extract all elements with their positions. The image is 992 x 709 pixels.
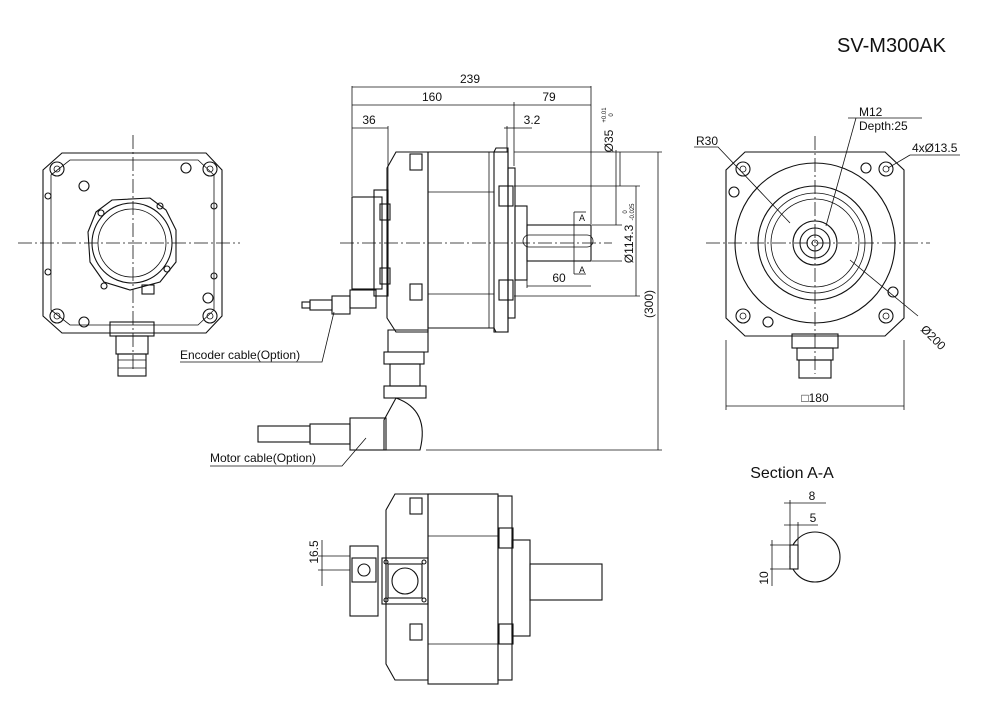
motor-cable-label: Motor cable(Option): [210, 451, 316, 465]
dim-dia35: Ø35: [602, 129, 616, 152]
holes-label: 4xØ13.5: [912, 141, 958, 155]
section-a-a: [770, 500, 841, 586]
dim-dia114-tol-lower: -0.025: [630, 203, 636, 221]
dim-8: 8: [809, 489, 816, 503]
dim-3-2: 3.2: [524, 113, 541, 127]
section-mark-a-bottom: A: [579, 265, 585, 275]
model-title: SV-M300AK: [837, 35, 947, 57]
dim-239: 239: [460, 72, 480, 86]
rear-view: [18, 135, 240, 377]
r30-label: R30: [696, 134, 718, 148]
side-view: [180, 86, 662, 467]
bottom-view: [318, 493, 603, 685]
dim-16-5: 16.5: [307, 540, 321, 564]
dim-dia114-tol-upper: 0: [623, 210, 629, 214]
encoder-cable-label: Encoder cable(Option): [180, 348, 300, 362]
dim-160: 160: [422, 90, 442, 104]
dim-79: 79: [542, 90, 556, 104]
dia200-label: Ø200: [918, 322, 949, 353]
dim-dia35-tol-lower: 0: [609, 113, 615, 117]
front-view: [694, 117, 960, 410]
dim-dia35-tol-upper: +0.01: [602, 107, 608, 123]
dim-5: 5: [810, 511, 817, 525]
dim-dia114: Ø114.3: [622, 224, 636, 263]
section-title: Section A-A: [750, 465, 834, 482]
depth-label: Depth:25: [859, 119, 908, 133]
m12-label: M12: [859, 105, 883, 119]
dim-10: 10: [757, 571, 771, 585]
sq180-label: □180: [801, 391, 829, 405]
dim-60: 60: [552, 271, 566, 285]
dim-300: (300): [642, 290, 656, 318]
dim-36: 36: [362, 113, 376, 127]
section-mark-a-top: A: [579, 213, 585, 223]
